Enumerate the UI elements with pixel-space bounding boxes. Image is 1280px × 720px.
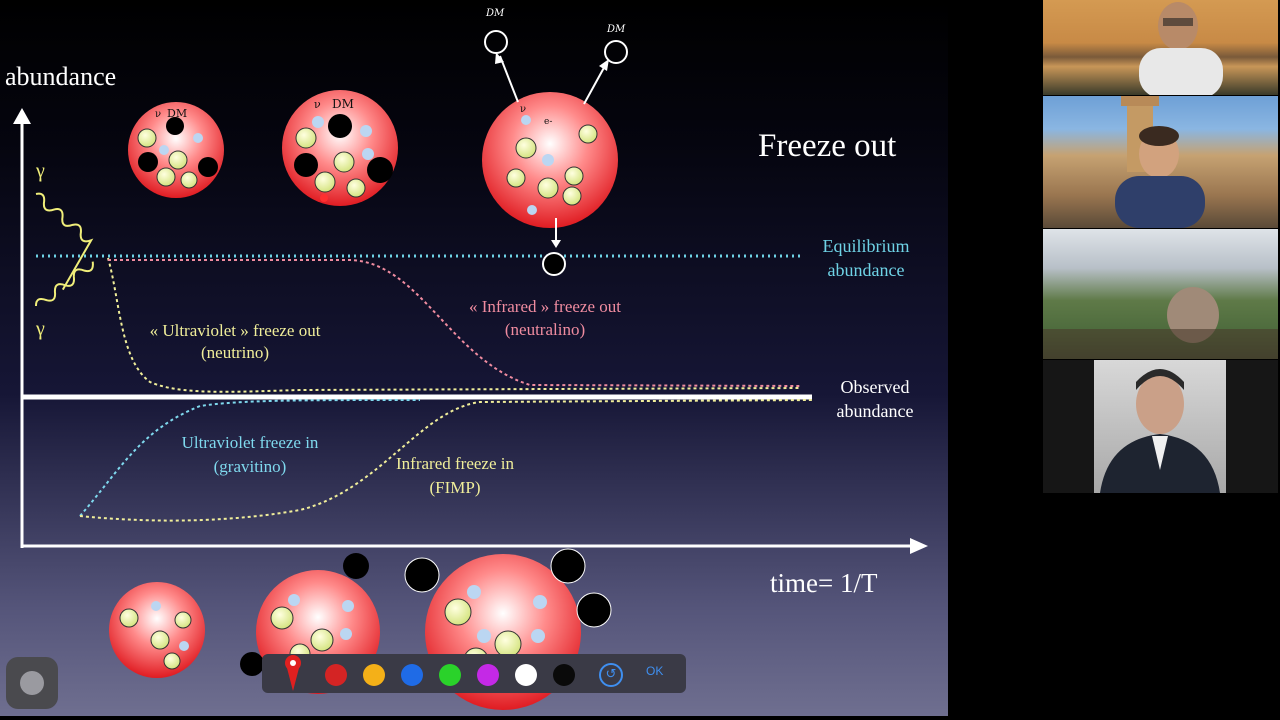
uv-freeze-out-label: « Ultraviolet » freeze out (neutrino) [110, 320, 360, 364]
y-axis-label: abundance [5, 62, 117, 91]
color-swatch-green[interactable] [439, 664, 461, 686]
color-swatch-blue[interactable] [401, 664, 423, 686]
ball2-dm: DM [332, 97, 354, 111]
dm-tag-right: DM [606, 24, 626, 35]
ir-freeze-in-title: Infrared freeze in [396, 454, 514, 473]
ir-freeze-out-title: « Infrared » freeze out [469, 297, 621, 316]
participant-4-silhouette [1100, 369, 1220, 493]
ir-freeze-out-curve [108, 259, 801, 387]
participant-3-silhouette [1043, 287, 1278, 359]
gamma-label-bottom: γ [36, 318, 45, 340]
dm-particle-left [484, 30, 508, 54]
slide-title: Freeze out [758, 128, 897, 164]
ball1-nu: ν [155, 109, 161, 120]
photon-wave-top [35, 192, 94, 291]
uv-freeze-in-particle: (gravitino) [213, 457, 287, 476]
color-swatch-white[interactable] [515, 664, 537, 686]
uv-freeze-out-particle: (neutrino) [201, 343, 269, 362]
plasma-ball-bottom-1 [109, 582, 205, 678]
color-swatch-black[interactable] [553, 664, 575, 686]
annotation-toolbar: ↺ OK [262, 654, 686, 693]
dm-escape-arrow-right [583, 63, 607, 105]
plasma-ball-3 [482, 92, 618, 228]
ir-freeze-in-curve [79, 399, 813, 522]
ball2-nu: ν [314, 98, 321, 111]
photon-wave-bottom [34, 261, 94, 307]
ir-freeze-in-label: Infrared freeze in (FIMP) [360, 452, 550, 500]
ball1-dm: DM [167, 107, 187, 120]
uv-freeze-in-curve [79, 399, 421, 517]
color-swatch-magenta[interactable] [477, 664, 499, 686]
participant-video-2[interactable] [1043, 96, 1278, 228]
ir-freeze-out-particle: (neutralino) [504, 320, 586, 339]
observed-label: Observed abundance [836, 377, 914, 421]
dm-particle-equilibrium [542, 252, 566, 276]
equilibrium-label: Equilibrium abundance [822, 236, 910, 280]
uv-freeze-out-title: « Ultraviolet » freeze out [149, 321, 321, 340]
ball3-electron: e- [544, 117, 552, 127]
color-swatch-orange[interactable] [363, 664, 385, 686]
participant-video-1[interactable] [1043, 0, 1278, 95]
x-axis-arrow [910, 538, 928, 554]
uv-freeze-in-title: Ultraviolet freeze in [181, 433, 319, 452]
dm-particle-right [604, 40, 628, 64]
participant-2-silhouette [1115, 96, 1205, 228]
x-axis-label: time= 1/T [770, 568, 878, 598]
record-dot-icon [20, 671, 44, 695]
uv-freeze-in-label: Ultraviolet freeze in (gravitino) [145, 431, 355, 479]
dm-escape-arrow-left [499, 55, 519, 103]
participant-video-4[interactable] [1094, 360, 1226, 493]
plasma-ball-1 [128, 102, 224, 198]
ball3-nu: ν [520, 104, 526, 115]
plasma-ball-2 [282, 90, 398, 206]
pen-icon[interactable] [284, 654, 302, 692]
uv-freeze-out-curve [107, 257, 801, 393]
participant-1-silhouette [1139, 2, 1223, 95]
ir-freeze-out-label: « Infrared » freeze out (neutralino) [430, 295, 660, 341]
undo-icon[interactable]: ↺ [599, 663, 623, 687]
ok-button[interactable]: OK [646, 664, 664, 678]
color-swatch-red[interactable] [325, 664, 347, 686]
screen-share-control-button[interactable] [6, 657, 58, 709]
y-axis-arrow [13, 108, 31, 124]
gamma-label-top: γ [36, 160, 45, 182]
presentation-slide: ν DM ν DM e- ν DM DM abundance Freeze ou… [0, 0, 948, 716]
ir-freeze-in-particle: (FIMP) [429, 478, 481, 497]
dm-tag-left: DM [485, 8, 505, 19]
participant-video-3[interactable] [1043, 229, 1278, 359]
